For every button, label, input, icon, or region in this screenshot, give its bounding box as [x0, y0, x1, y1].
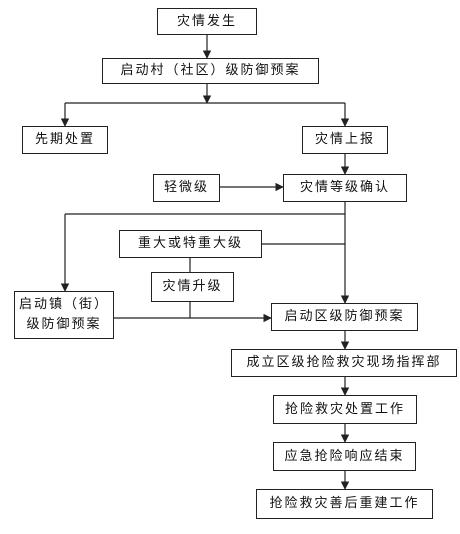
node-major-level-label: 重大或特重大级 [137, 236, 243, 251]
node-activate-village-plan-label: 启动村（社区）级防御预案 [120, 63, 301, 78]
node-activate-town-plan-line1: 启动镇（街） [18, 297, 109, 312]
node-disaster-level-confirm: 灾情等级确认 [283, 174, 407, 202]
node-reconstruction: 抢险救灾善后重建工作 [256, 489, 433, 519]
node-emergency-end: 应急抢险响应结束 [273, 442, 416, 471]
node-activate-district-plan: 启动区级防御预案 [271, 303, 418, 331]
node-disaster-occurs-label: 灾情发生 [176, 13, 237, 29]
node-disaster-report-label: 灾情上报 [314, 132, 375, 147]
node-disaster-occurs: 灾情发生 [157, 8, 257, 35]
node-activate-district-plan-label: 启动区级防御预案 [284, 309, 405, 324]
node-reconstruction-label: 抢险救灾善后重建工作 [269, 496, 420, 511]
node-initial-handling-label: 先期处置 [34, 132, 95, 147]
node-activate-town-plan: 启动镇（街） 级防御预案 [14, 291, 114, 339]
node-initial-handling: 先期处置 [22, 126, 108, 154]
node-activate-village-plan: 启动村（社区）级防御预案 [102, 58, 319, 84]
node-disaster-report: 灾情上报 [302, 126, 388, 154]
node-setup-command: 成立区级抢险救灾现场指挥部 [231, 349, 457, 377]
node-major-level: 重大或特重大级 [119, 230, 262, 258]
node-rescue-work: 抢险救灾处置工作 [273, 395, 417, 424]
node-emergency-end-label: 应急抢险响应结束 [284, 448, 405, 464]
node-activate-town-plan-line2: 级防御预案 [26, 317, 102, 332]
node-setup-command-label: 成立区级抢险救灾现场指挥部 [246, 355, 442, 370]
node-disaster-upgrade: 灾情升级 [151, 272, 234, 302]
node-minor-level-label: 轻微级 [163, 180, 209, 195]
node-disaster-upgrade-label: 灾情升级 [162, 279, 223, 294]
node-disaster-level-confirm-label: 灾情等级确认 [299, 180, 390, 195]
node-minor-level: 轻微级 [153, 174, 220, 202]
node-rescue-work-label: 抢险救灾处置工作 [284, 401, 405, 417]
